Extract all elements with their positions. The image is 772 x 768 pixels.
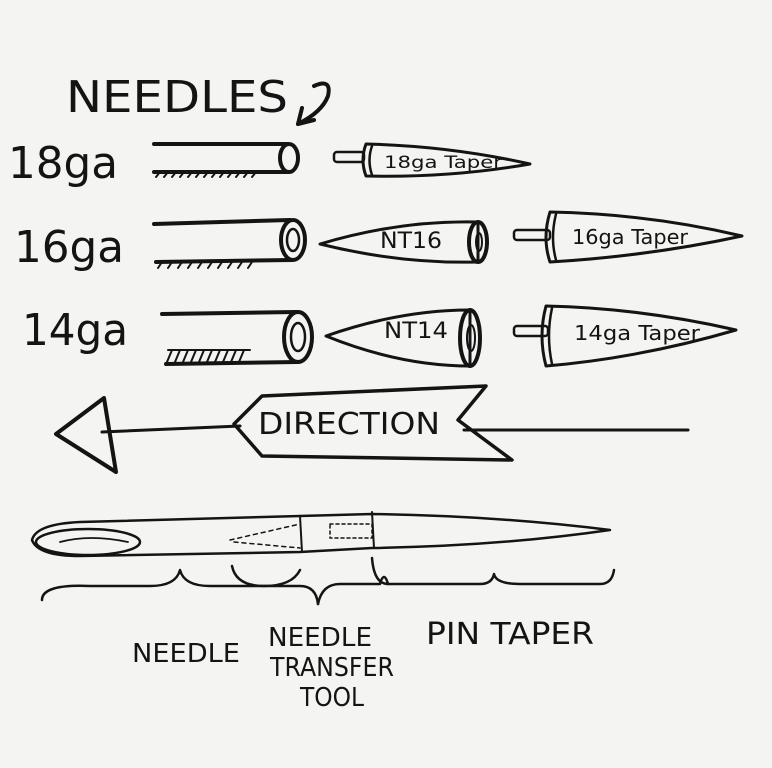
transfer-tool-label-line3: TOOL xyxy=(299,683,364,713)
needle-bevel xyxy=(34,527,142,557)
gauge-label: 18ga xyxy=(8,138,118,189)
needle-label: NEEDLE xyxy=(132,639,240,669)
assembly-drawing xyxy=(30,511,612,558)
transfer-tool-nt16 xyxy=(318,220,489,264)
needle-tube-18ga xyxy=(152,142,300,178)
direction-label: DIRECTION xyxy=(258,407,440,442)
brace-pin-taper xyxy=(316,556,616,606)
transfer-tool-label-line2: TRANSFER xyxy=(269,653,394,683)
pin-taper-16ga xyxy=(512,210,744,264)
row-14ga: 14ga NT14 14ga Taper xyxy=(22,304,738,368)
transfer-tool-label: NT16 xyxy=(380,229,442,254)
brace-transfer-tool xyxy=(230,564,302,588)
pin-taper-14ga xyxy=(512,304,738,368)
direction-arrow xyxy=(54,384,690,474)
transfer-tool-nt14 xyxy=(324,308,482,368)
pin-taper-18ga xyxy=(332,142,532,178)
pin-taper-label: PIN TAPER xyxy=(426,617,594,652)
gauge-label: 16ga xyxy=(14,222,124,273)
row-16ga: 16ga NT16 16ga Taper xyxy=(14,210,744,273)
title-arrow xyxy=(296,81,331,126)
transfer-tool-label-line1: NEEDLE xyxy=(268,623,372,653)
needle-tube-14ga xyxy=(160,310,314,366)
brace-needle xyxy=(40,568,320,606)
taper-label: 14ga Taper xyxy=(574,321,701,345)
taper-label: 18ga Taper xyxy=(384,153,502,173)
taper-label: 16ga Taper xyxy=(572,225,689,249)
transfer-tool-label: NT14 xyxy=(384,319,448,344)
gauge-label: 14ga xyxy=(22,305,128,356)
row-18ga: 18ga 18ga Taper xyxy=(8,138,532,189)
needle-tube-16ga xyxy=(152,218,307,269)
title: NEEDLES xyxy=(66,72,288,123)
